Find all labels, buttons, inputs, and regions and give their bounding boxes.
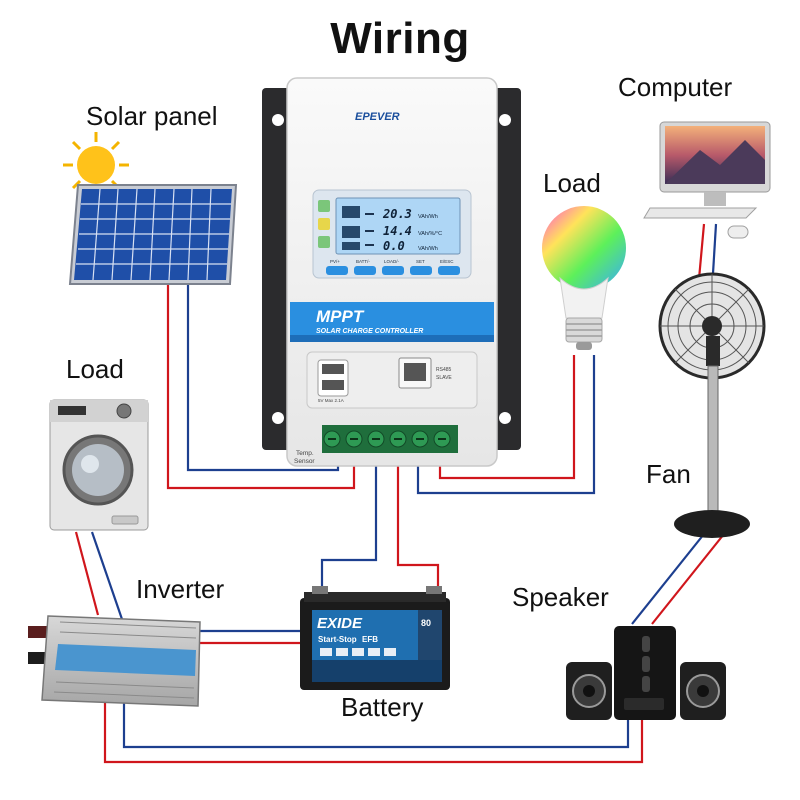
wires bbox=[74, 223, 725, 764]
screen-row3-unit: VAh/Wh bbox=[418, 246, 438, 252]
controller-terminals bbox=[322, 425, 458, 453]
button-label: LOAD/- bbox=[384, 259, 400, 264]
battery-model-suffix: EFB bbox=[362, 635, 378, 644]
wire-battery-negative bbox=[320, 442, 378, 590]
wire-washer-positive bbox=[74, 531, 100, 616]
controller-button-esc[interactable]: E/ESC bbox=[438, 259, 460, 275]
battery-icon bbox=[300, 586, 450, 690]
screen-row3-value: 0.0 bbox=[383, 239, 405, 253]
temp-sensor-label-2: Sensor bbox=[294, 458, 315, 465]
port-label-rs485: RS485 bbox=[436, 367, 452, 373]
label-load-right: Load bbox=[543, 168, 601, 198]
controller-icon bbox=[262, 77, 521, 467]
speaker-icon bbox=[566, 626, 726, 720]
wire-battery-positive bbox=[396, 442, 440, 590]
screen-row1-unit: VAh/Wh bbox=[418, 214, 438, 220]
button-label: BATT/- bbox=[356, 259, 370, 264]
controller-button-set[interactable]: SET bbox=[410, 259, 432, 275]
controller-subtitle: SOLAR CHARGE CONTROLLER bbox=[316, 328, 423, 335]
wire-washer-negative bbox=[90, 531, 126, 626]
button-label: SET bbox=[416, 259, 425, 264]
label-solar-panel: Solar panel bbox=[86, 101, 218, 131]
usb-label: 5V Max 2.1A bbox=[318, 398, 344, 403]
wire-speaker-negative bbox=[122, 702, 630, 749]
screen-row1-value: 20.3 bbox=[382, 207, 412, 221]
temp-sensor-label: Temp. bbox=[296, 450, 314, 457]
controller-buttons: PV/+ BATT/- LOAD/- SET E/ESC bbox=[326, 259, 460, 275]
controller-brand: EPEVER bbox=[355, 111, 400, 123]
battery-model: Start-Stop bbox=[318, 635, 357, 644]
wire-fan-positive bbox=[651, 533, 725, 625]
bulb-icon bbox=[542, 206, 626, 350]
button-label: PV/+ bbox=[330, 259, 340, 264]
wire-load-negative bbox=[416, 355, 596, 495]
label-load-left: Load bbox=[66, 354, 124, 384]
label-speaker: Speaker bbox=[512, 582, 609, 612]
inverter-icon bbox=[28, 615, 201, 707]
washing-machine-icon bbox=[49, 399, 149, 531]
computer-icon bbox=[643, 121, 771, 239]
page-title: Wiring bbox=[330, 14, 470, 63]
port-label-slave: SLAVE bbox=[436, 375, 452, 381]
wire-speaker-positive bbox=[103, 702, 644, 764]
solar-panel-icon bbox=[68, 184, 238, 285]
wire-fan-negative bbox=[631, 533, 705, 625]
fan-icon bbox=[658, 272, 766, 538]
controller-button-load[interactable]: LOAD/- bbox=[382, 259, 404, 275]
button-label: E/ESC bbox=[440, 259, 454, 264]
controller-button-batt[interactable]: BATT/- bbox=[354, 259, 376, 275]
controller-mode: MPPT bbox=[316, 307, 365, 326]
battery-capacity: 80 bbox=[421, 618, 431, 628]
label-fan: Fan bbox=[646, 459, 691, 489]
label-computer: Computer bbox=[618, 72, 732, 102]
screen-row2-unit: VAh/%/°C bbox=[418, 231, 442, 237]
controller-button-pv[interactable]: PV/+ bbox=[326, 259, 348, 275]
screen-row2-value: 14.4 bbox=[383, 224, 412, 238]
label-battery: Battery bbox=[341, 692, 423, 722]
battery-brand: EXIDE bbox=[317, 615, 363, 632]
label-inverter: Inverter bbox=[136, 574, 224, 604]
